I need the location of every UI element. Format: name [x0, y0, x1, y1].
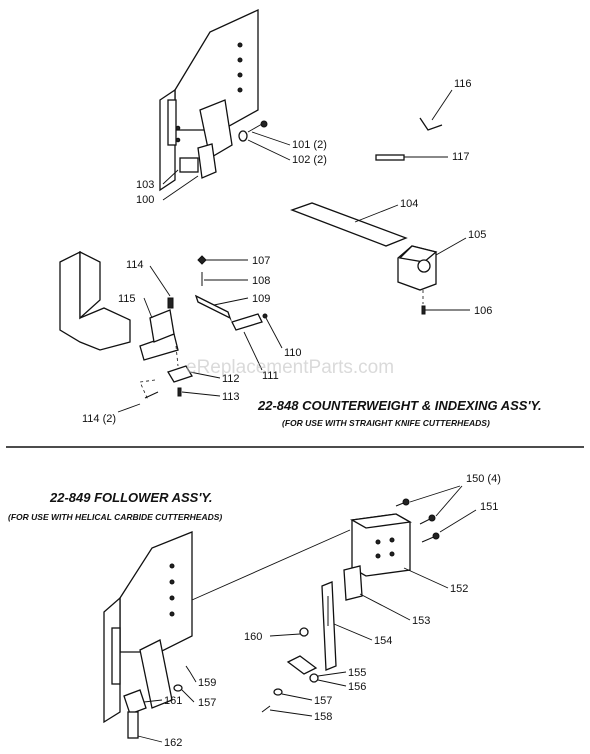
callout-100: 100 [136, 194, 154, 206]
screw-101 [238, 120, 268, 142]
watermark: eReplacementParts.com [186, 357, 394, 378]
callout-154: 154 [374, 635, 392, 647]
weight-plate-104 [290, 202, 408, 247]
callout-109: 109 [252, 293, 270, 305]
callout-114-2: 114 (2) [82, 413, 116, 425]
callout-107: 107 [252, 255, 270, 267]
mounting-bracket-bottom [103, 531, 193, 724]
screws-150 [395, 498, 436, 525]
follower-arm-154 [321, 581, 337, 671]
key-116 [419, 117, 443, 131]
callout-151: 151 [480, 501, 498, 513]
link-117 [375, 154, 405, 161]
callout-158: 158 [314, 711, 332, 723]
callout-110: 110 [284, 347, 302, 359]
follower-title: 22-849 FOLLOWER ASS'Y. [49, 490, 213, 505]
knob-161 [123, 689, 147, 715]
callout-115: 115 [118, 293, 136, 305]
plunger-109 [194, 294, 232, 320]
callout-106: 106 [474, 305, 492, 317]
callout-108: 108 [252, 275, 270, 287]
bracket-115 [139, 297, 179, 361]
callout-113: 113 [222, 391, 240, 403]
callout-104: 104 [400, 198, 418, 210]
nut-160 [299, 627, 309, 637]
callout-156: 156 [348, 681, 366, 693]
pin-106 [421, 305, 426, 315]
callout-116: 116 [454, 78, 472, 90]
callout-150: 150 (4) [466, 473, 501, 485]
callout-102: 102 (2) [292, 154, 327, 166]
callout-111: 111 [262, 370, 279, 382]
callout-152: 152 [450, 583, 468, 595]
callout-161: 161 [164, 695, 182, 707]
callout-114: 114 [126, 259, 144, 271]
pin-162 [127, 711, 139, 739]
pawl-100-103 [179, 143, 217, 179]
callout-103: 103 [136, 179, 154, 191]
callout-112: 112 [222, 373, 240, 385]
callout-155: 155 [348, 667, 366, 679]
callout-101: 101 (2) [292, 139, 327, 151]
pin-111 [231, 313, 263, 331]
roller-155 [286, 655, 318, 675]
nut-112 [167, 365, 193, 383]
callout-157-right: 157 [314, 695, 332, 707]
ball-107 [197, 255, 207, 265]
plate-152 [350, 513, 412, 577]
counterweight-title: 22-848 COUNTERWEIGHT & INDEXING ASS'Y. [257, 398, 542, 413]
callout-117: 117 [452, 151, 470, 163]
callout-159: 159 [198, 677, 216, 689]
mounting-bracket-top [159, 8, 259, 192]
callout-160: 160 [244, 631, 262, 643]
callout-162: 162 [164, 737, 182, 749]
callout-157-left: 157 [198, 697, 216, 709]
callout-153: 153 [412, 615, 430, 627]
fence-bracket [59, 250, 131, 351]
follower-subtitle: (FOR USE WITH HELICAL CARBIDE CUTTERHEAD… [8, 512, 222, 522]
block-153 [343, 565, 363, 601]
callout-105: 105 [468, 229, 486, 241]
counterweight-subtitle: (FOR USE WITH STRAIGHT KNIFE CUTTERHEADS… [282, 418, 490, 428]
